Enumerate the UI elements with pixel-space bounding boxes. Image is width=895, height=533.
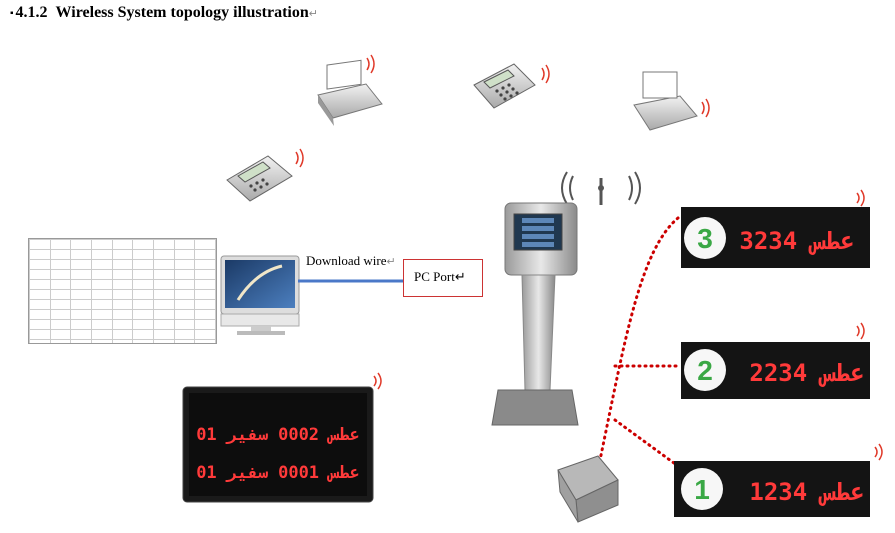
antenna-signal-icon — [561, 171, 641, 205]
signal-icon — [373, 372, 382, 390]
heading-number: 4.1.2 — [15, 4, 48, 21]
return-mark: ↵ — [386, 256, 396, 268]
signal-icon — [366, 54, 375, 74]
counter-display-text-2: عطس 2234 — [749, 359, 865, 387]
main-display-line-1: عطس 0002 سفير 01 — [196, 425, 360, 445]
pc-port-box: PC Port↵ — [403, 259, 483, 297]
pc-port-label: PC Port — [414, 269, 455, 284]
signal-icon — [541, 64, 550, 84]
return-mark: ↵ — [454, 269, 466, 284]
signal-icon — [701, 98, 710, 118]
keypad-terminal-2 — [226, 148, 304, 202]
counter-display-text-3: عطس 3234 — [739, 227, 855, 255]
main-led-display — [182, 372, 382, 503]
dotted-link-lines — [598, 216, 680, 468]
download-wire-text: Download wire — [306, 253, 387, 268]
counter-display-text-1: عطس 1234 — [749, 478, 865, 506]
wireless-printer-1 — [317, 54, 383, 126]
power-supply — [557, 455, 619, 523]
counter-badge-1: 1 — [694, 474, 710, 505]
counter-badge-2: 2 — [697, 355, 713, 386]
wireless-printer-2 — [633, 71, 710, 131]
heading-bullet: ▪ — [10, 7, 14, 19]
return-mark: ↵ — [308, 8, 318, 20]
keypad-terminal-1 — [473, 63, 550, 109]
signal-icon — [295, 148, 304, 168]
queue-kiosk — [491, 171, 641, 426]
desktop-computer — [220, 255, 300, 335]
spreadsheet-screenshot — [28, 238, 217, 344]
main-display-line-2: عطس 0001 سفير 01 — [196, 463, 360, 483]
signal-icon — [874, 443, 883, 461]
signal-icon — [856, 189, 865, 207]
counter-display-frames — [674, 189, 883, 517]
counter-badge-3: 3 — [697, 223, 713, 254]
heading-title: Wireless System topology illustration — [55, 4, 309, 21]
download-wire-label: Download wire↵ — [306, 253, 396, 269]
section-heading: ▪4.1.2 Wireless System topology illustra… — [10, 4, 318, 22]
signal-icon — [856, 322, 865, 340]
